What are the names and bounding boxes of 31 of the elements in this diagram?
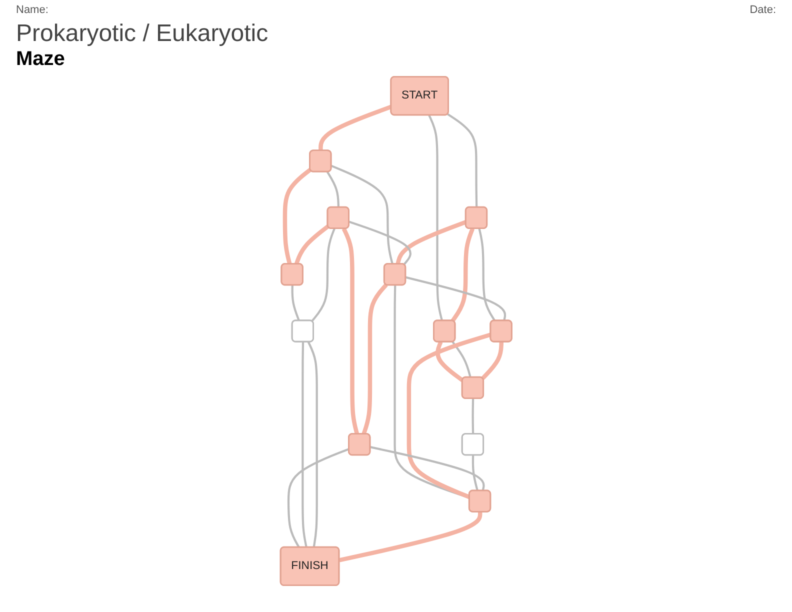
connector (287, 448, 350, 548)
form-field-label: Name: (16, 4, 48, 16)
connector (307, 342, 318, 548)
connector (436, 341, 464, 382)
connector (450, 228, 474, 322)
connector (330, 164, 394, 264)
connector (282, 168, 312, 265)
connector (478, 228, 496, 322)
connector (291, 285, 300, 322)
connector (452, 341, 472, 378)
title: Prokaryotic / Eukaryotic (15, 20, 270, 48)
connector (396, 220, 467, 265)
connector (318, 104, 392, 151)
connector (481, 342, 504, 380)
connector (348, 220, 412, 266)
connector (428, 114, 443, 321)
connector (472, 455, 478, 492)
connector (362, 283, 388, 435)
connector (326, 171, 340, 208)
connector (294, 224, 330, 265)
connector (302, 342, 308, 548)
connector (406, 332, 492, 500)
connector (370, 446, 485, 491)
subtitle: Maze (15, 48, 66, 71)
connector (338, 512, 482, 562)
connector (446, 113, 478, 208)
connector (472, 398, 474, 434)
connector (310, 228, 336, 322)
form-field-label: Date: (750, 4, 776, 16)
connector (342, 228, 359, 435)
connector (405, 276, 506, 321)
